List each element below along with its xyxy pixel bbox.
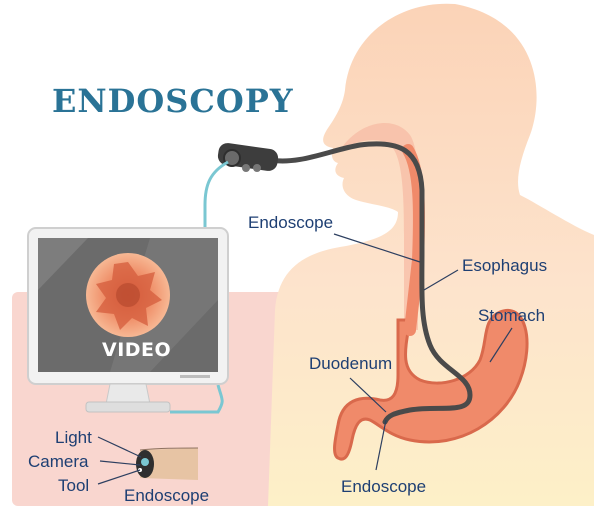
- label-esophagus: Esophagus: [462, 257, 547, 274]
- page-title: ENDOSCOPY: [52, 82, 294, 120]
- label-duodenum: Duodenum: [309, 355, 392, 372]
- label-camera: Camera: [28, 453, 88, 470]
- label-light: Light: [55, 429, 92, 446]
- label-tool: Tool: [58, 477, 89, 494]
- monitor-cord: [205, 162, 228, 232]
- label-stomach: Stomach: [478, 307, 545, 324]
- label-endoscope-main: Endoscope: [248, 214, 333, 231]
- scope-handle: [217, 142, 279, 172]
- label-endoscope-detail: Endoscope: [124, 487, 209, 504]
- label-endoscope-tip: Endoscope: [341, 478, 426, 495]
- monitor: [28, 228, 228, 412]
- endoscope-tip-detail: [136, 448, 198, 480]
- monitor-video-label: VIDEO: [102, 339, 171, 361]
